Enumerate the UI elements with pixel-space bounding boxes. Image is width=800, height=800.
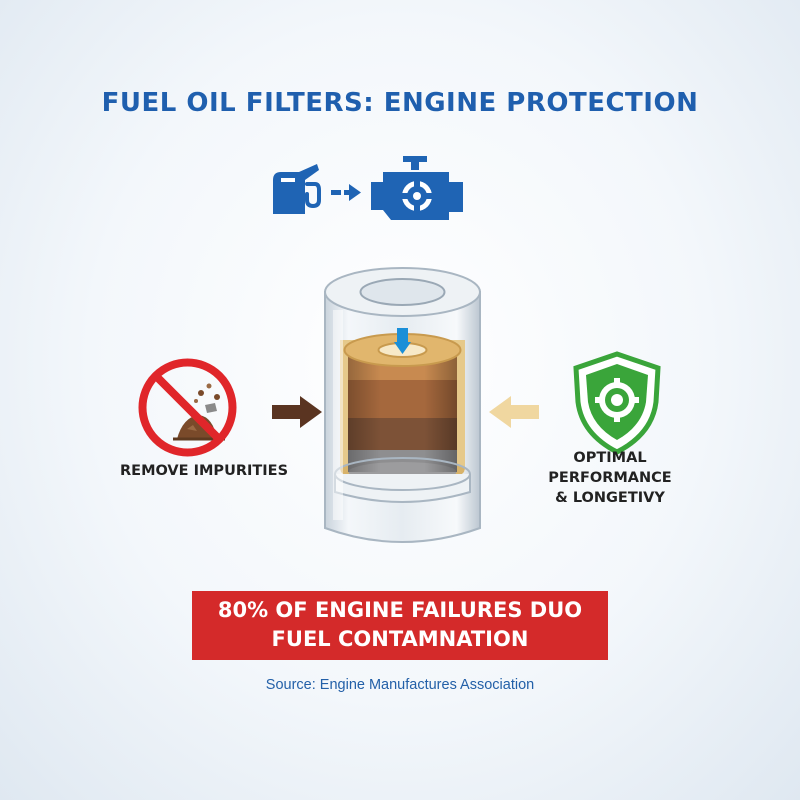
performance-label-line: OPTIMAL: [573, 450, 647, 466]
shield-gear-icon: [573, 351, 661, 455]
fuel-filter-illustration: [324, 267, 481, 543]
left-arrow-icon: [272, 396, 322, 428]
performance-label-line: & LONGETIVY: [555, 490, 665, 506]
stat-line: FUEL CONTAMNATION: [271, 627, 529, 651]
performance-label-line: PERFORMANCE: [548, 470, 672, 486]
performance-label: OPTIMAL PERFORMANCE & LONGETIVY: [545, 448, 675, 508]
arrow-right-icon: [331, 184, 361, 201]
no-dirt-icon: [138, 358, 237, 457]
stat-line: 80% OF ENGINE FAILURES DUO: [217, 598, 583, 622]
page-title: FUEL OIL FILTERS: ENGINE PROTECTION: [101, 88, 699, 118]
header-icons: [273, 156, 463, 220]
engine-gear-icon: [371, 156, 463, 220]
fuel-pump-icon: [273, 164, 321, 214]
stat-banner: 80% OF ENGINE FAILURES DUO FUEL CONTAMNA…: [192, 591, 608, 660]
remove-impurities-label: REMOVE IMPURITIES: [120, 463, 289, 479]
right-arrow-icon: [489, 396, 539, 428]
source-citation: Source: Engine Manufactures Association: [265, 677, 535, 693]
